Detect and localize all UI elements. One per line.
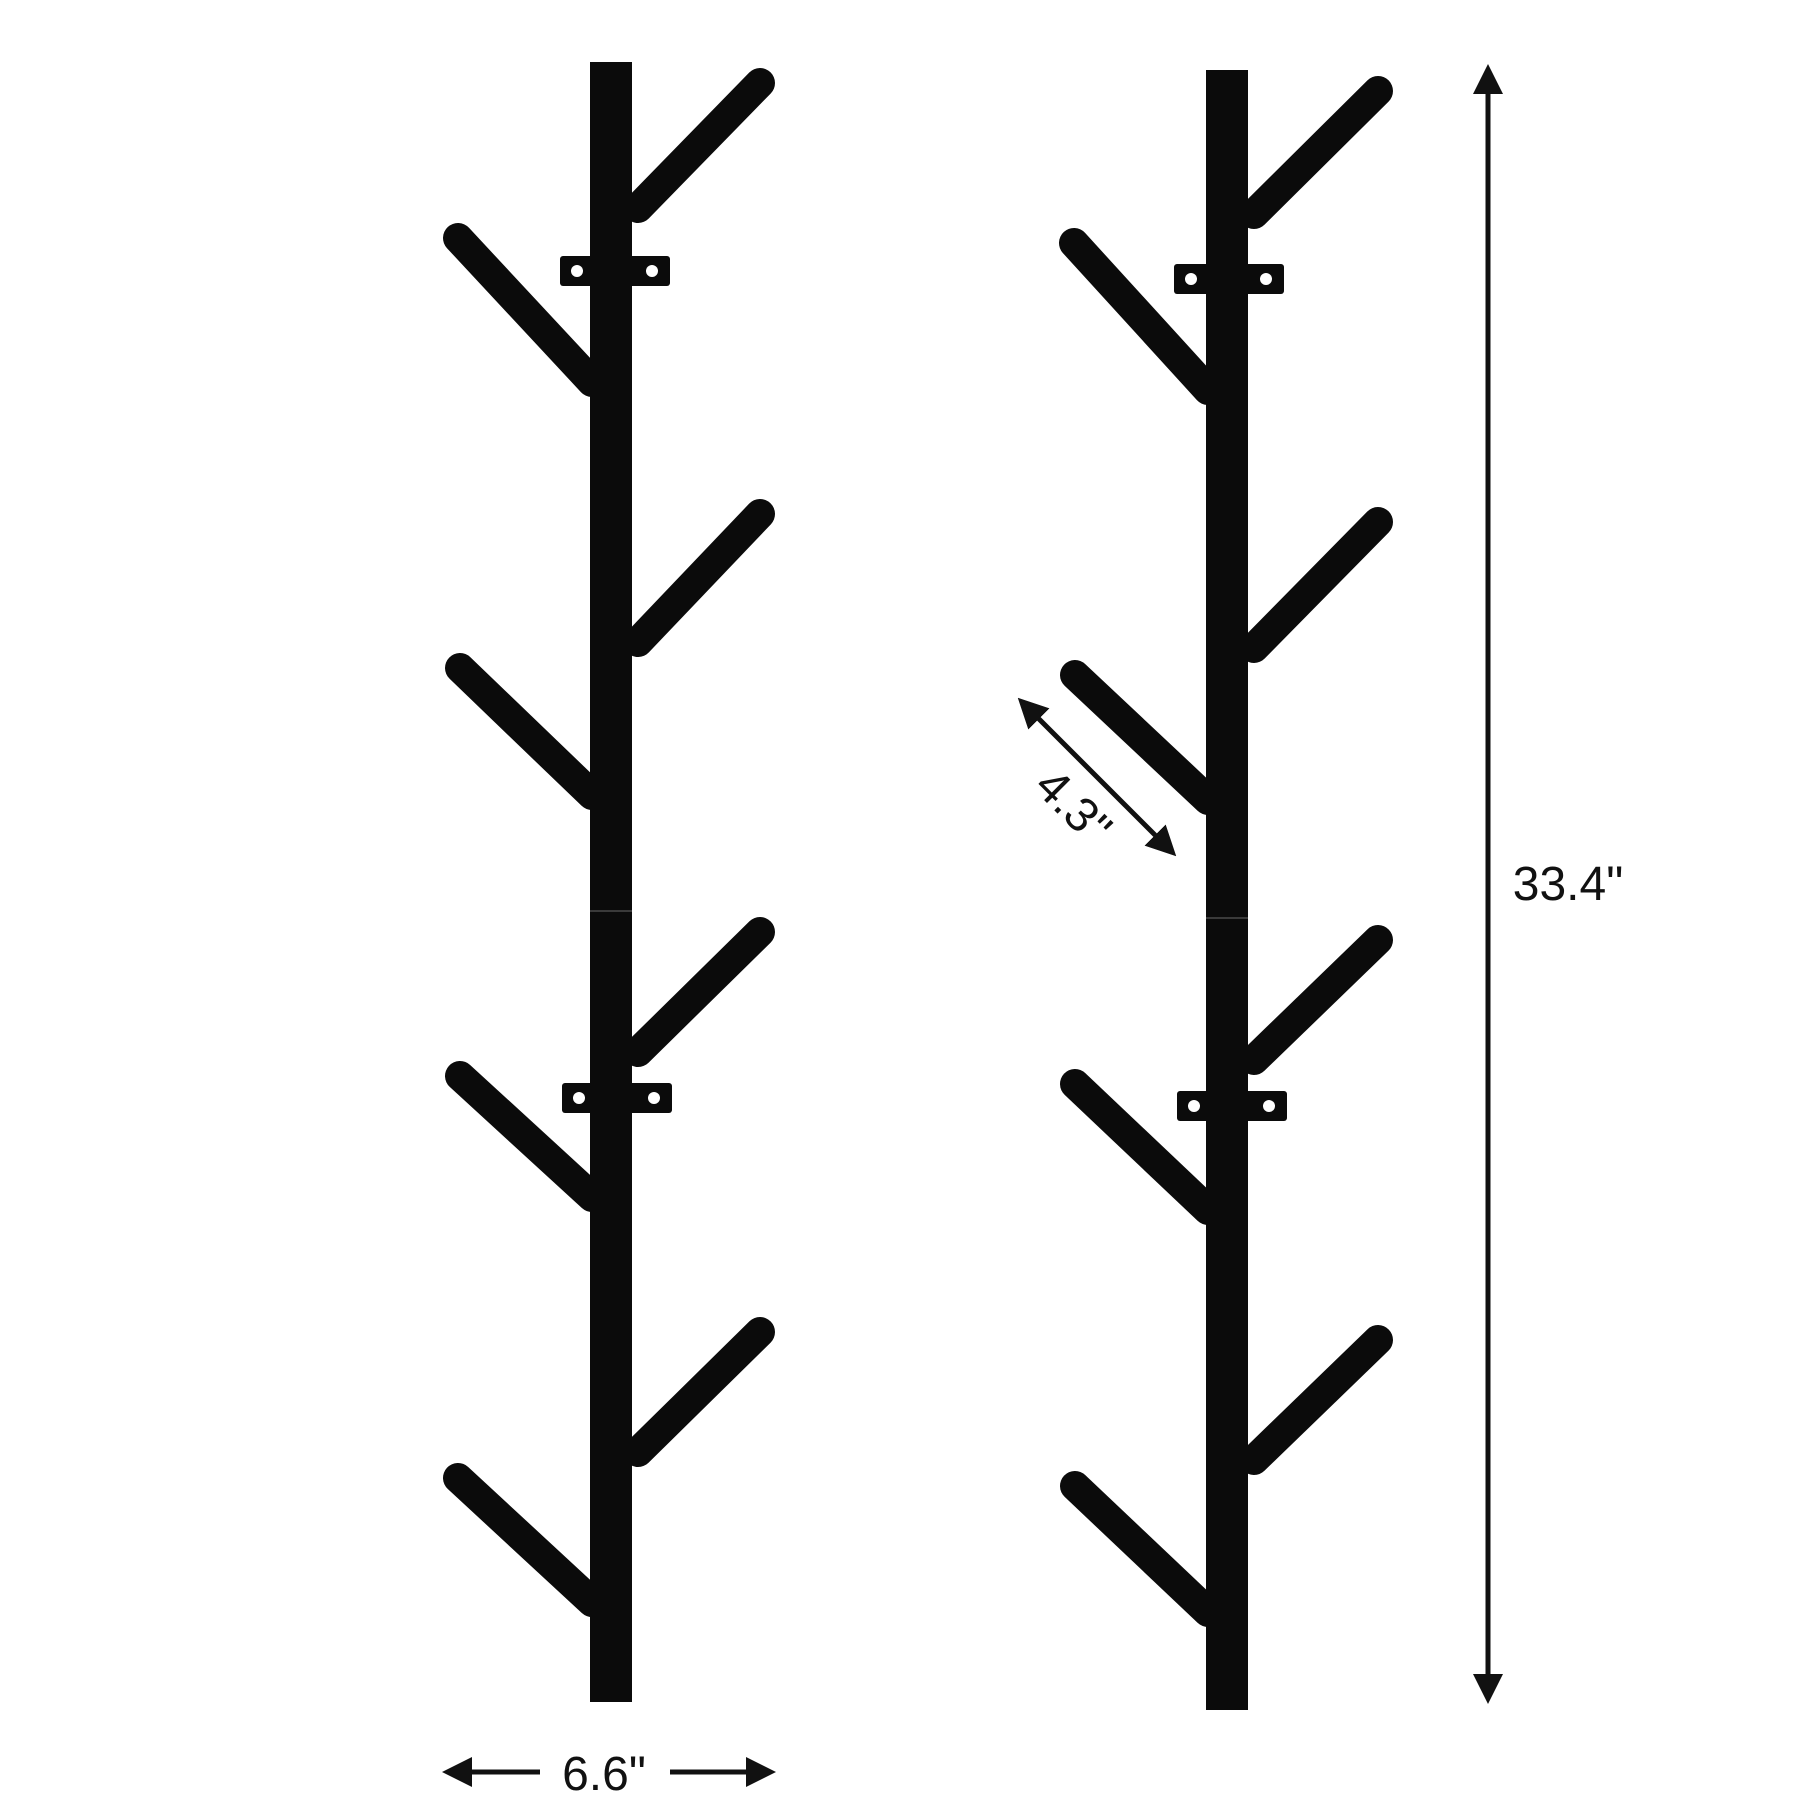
- rack-left-pole: [590, 62, 632, 1702]
- hook-left-3: [1060, 1069, 1223, 1225]
- rack-left: [443, 62, 775, 1702]
- hook-right-3: [1239, 925, 1393, 1075]
- screw-hole: [646, 265, 658, 277]
- screw-hole: [571, 265, 583, 277]
- hook-left-2: [445, 653, 607, 810]
- hook-left-4: [443, 1463, 607, 1617]
- screw-hole: [1185, 273, 1197, 285]
- width-dimension: 6.6": [442, 1748, 776, 1800]
- screw-hole: [648, 1092, 660, 1104]
- hook-right-4: [1239, 1325, 1393, 1475]
- hook-left-3: [445, 1061, 607, 1212]
- hook-right-2: [1239, 507, 1393, 663]
- rack-right: [1059, 70, 1393, 1710]
- rack-right-hooks: [1059, 76, 1393, 1627]
- height-label: 33.4": [1513, 858, 1623, 911]
- hook-left-2: [1060, 660, 1223, 815]
- rack-right-pole: [1206, 70, 1248, 1710]
- hook-right-4: [623, 1317, 775, 1467]
- hook-right-2: [623, 499, 775, 657]
- screw-hole: [1260, 273, 1272, 285]
- hook-left-4: [1060, 1471, 1223, 1627]
- hook-right-1: [623, 68, 775, 223]
- screw-hole: [1188, 1100, 1200, 1112]
- hook-length-label: 4.3": [1025, 759, 1122, 856]
- hook-left-1: [1059, 228, 1223, 405]
- hook-right-3: [623, 917, 775, 1067]
- width-label: 6.6": [562, 1748, 646, 1800]
- height-dimension: 33.4": [1473, 64, 1623, 1704]
- hook-left-1: [443, 223, 607, 397]
- hook-length-arrow: [1017, 697, 1177, 857]
- hook-right-1: [1239, 76, 1393, 229]
- screw-hole: [573, 1092, 585, 1104]
- rack-left-hooks: [443, 68, 775, 1617]
- screw-hole: [1263, 1100, 1275, 1112]
